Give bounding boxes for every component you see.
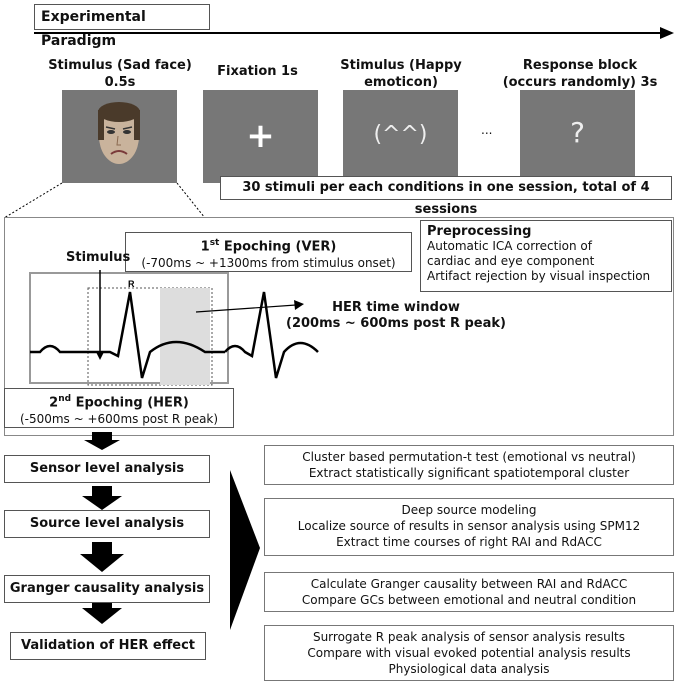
emoticon-panel: (^^) xyxy=(343,90,458,183)
result-box-granger: Calculate Granger causality between RAI … xyxy=(264,572,674,612)
validation-step: Validation of HER effect xyxy=(10,632,206,660)
ver-epoch-box: 1st Epoching (VER) (-700ms ~ +1300ms fro… xyxy=(125,232,412,272)
preprocessing-line: cardiac and eye component xyxy=(427,254,595,268)
pipeline-arrows xyxy=(80,432,124,624)
zoom-lines xyxy=(3,182,206,219)
source-level-step: Source level analysis xyxy=(4,510,210,538)
result-box-sensor: Cluster based permutation-t test (emotio… xyxy=(264,445,674,485)
r-peak-label: R xyxy=(128,279,135,289)
fixation-cross: + xyxy=(246,116,275,156)
fixation-panel: + xyxy=(203,90,318,183)
her-epoch-range: (-500ms ~ +600ms post R peak) xyxy=(19,412,219,427)
granger-step: Granger causality analysis xyxy=(4,575,210,603)
preprocessing-line: Artifact rejection by visual inspection xyxy=(427,269,651,283)
timeline-arrow xyxy=(34,27,674,39)
stimulus-label-response: Response block(occurs randomly) 3s xyxy=(502,58,658,90)
ellipsis: ... xyxy=(481,123,493,137)
happy-emoticon: (^^) xyxy=(373,122,428,147)
ecg-diagram: R xyxy=(29,270,319,386)
stimulus-label-sad: Stimulus (Sad face)0.5s xyxy=(48,58,192,90)
paradigm-title: Experimental Paradigm xyxy=(34,4,210,49)
preprocessing-line: Automatic ICA correction of xyxy=(427,239,592,253)
her-window-label: HER time window (200ms ~ 600ms post R pe… xyxy=(286,300,506,331)
sad-face-image xyxy=(98,102,140,164)
preprocessing-title: Preprocessing xyxy=(427,224,532,239)
sensor-level-step: Sensor level analysis xyxy=(4,455,210,483)
preprocessing-box: Preprocessing Automatic ICA correction o… xyxy=(420,220,672,292)
stimulus-label-fixation: Fixation 1s xyxy=(217,64,298,79)
session-note: 30 stimuli per each conditions in one se… xyxy=(220,176,672,217)
her-epoch-box: 2nd Epoching (HER) (-500ms ~ +600ms post… xyxy=(4,388,234,428)
response-panel: ? xyxy=(520,90,635,183)
ver-epoch-title: 1st Epoching (VER) xyxy=(200,238,337,255)
sad-face-panel xyxy=(62,90,177,183)
stimulus-marker-label: Stimulus xyxy=(66,250,131,265)
her-epoch-title: 2nd Epoching (HER) xyxy=(49,394,189,411)
question-mark: ? xyxy=(570,116,585,149)
result-box-validation: Surrogate R peak analysis of sensor anal… xyxy=(264,625,674,681)
ver-epoch-range: (-700ms ~ +1300ms from stimulus onset) xyxy=(141,256,396,271)
big-chevron-arrow xyxy=(230,470,260,630)
